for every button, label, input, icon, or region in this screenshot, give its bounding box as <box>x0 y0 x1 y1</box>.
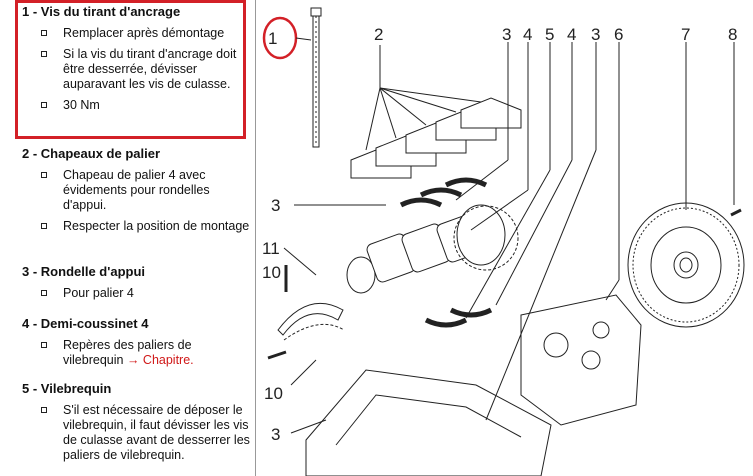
legend-item-1: 1 - Vis du tirant d'ancrage Remplacer ap… <box>22 4 252 113</box>
bullet-text: Remplacer après démontage <box>63 26 225 40</box>
bullet: S'il est nécessaire de déposer le vilebr… <box>22 403 252 463</box>
thrust-washer <box>277 302 344 336</box>
checkbox-bullet-icon <box>41 172 47 178</box>
callout-label: 2 <box>374 25 383 44</box>
highlight-box <box>15 0 246 139</box>
item-number: 1 <box>22 4 30 19</box>
bullet: Repères des paliers de vilebrequin → Cha… <box>22 338 252 368</box>
column-divider <box>255 0 256 476</box>
legend-item-title: 5 - Vilebrequin <box>22 381 252 397</box>
callout-label: 5 <box>545 25 554 44</box>
callout-label: 3 <box>271 196 280 215</box>
checkbox-bullet-icon <box>41 102 47 108</box>
item-separator: - <box>29 4 41 19</box>
legend-item-title: 1 - Vis du tirant d'ancrage <box>22 4 252 20</box>
callout-label: 10 <box>264 384 283 403</box>
callout-label: 1 <box>268 29 277 48</box>
legend-item-4: 4 - Demi-coussinet 4 Repères des paliers… <box>22 316 252 368</box>
callout-label: 10 <box>262 263 281 282</box>
item-separator: - <box>29 146 41 161</box>
checkbox-bullet-icon <box>41 223 47 229</box>
checkbox-bullet-icon <box>41 51 47 57</box>
engine-block <box>305 369 552 476</box>
item-title-text: Vis du tirant d'ancrage <box>40 4 181 19</box>
item-title-text: Chapeaux de palier <box>40 146 161 161</box>
checkbox-bullet-icon <box>41 30 47 36</box>
legend-item-5: 5 - Vilebrequin S'il est nécessaire de d… <box>22 381 252 463</box>
item-separator: - <box>29 316 41 331</box>
bullet: Pour palier 4 <box>22 286 252 301</box>
bullet-text: Repères des paliers de vilebrequin <box>63 338 192 367</box>
bullet-text: Pour palier 4 <box>63 286 134 300</box>
bullet: 30 Nm <box>22 98 252 113</box>
bearing-caps <box>350 97 522 179</box>
bullet-text: S'il est nécessaire de déposer le vilebr… <box>63 403 250 462</box>
cover-plate <box>520 294 642 426</box>
item-title-text: Demi-coussinet 4 <box>40 316 149 331</box>
legend-panel: 1 - Vis du tirant d'ancrage Remplacer ap… <box>0 0 255 476</box>
callout-label: 3 <box>502 25 511 44</box>
item-title-text: Vilebrequin <box>40 381 112 396</box>
exploded-view-diagram: 1 2 3 4 5 4 3 6 7 8 3 11 10 10 3 <box>262 7 745 476</box>
callout-label: 4 <box>523 25 532 44</box>
flywheel <box>627 202 745 328</box>
item-separator: - <box>29 264 41 279</box>
item-number: 4 <box>22 316 30 331</box>
legend-item-title: 2 - Chapeaux de palier <box>22 146 252 162</box>
callout-label: 3 <box>591 25 600 44</box>
bullet-text: Chapeau de palier 4 avec évidements pour… <box>63 168 210 212</box>
item-number: 5 <box>22 381 30 396</box>
item-number: 3 <box>22 264 30 279</box>
callout-label: 6 <box>614 25 623 44</box>
legend-item-2: 2 - Chapeaux de palier Chapeau de palier… <box>22 146 252 234</box>
item-number: 2 <box>22 146 30 161</box>
checkbox-bullet-icon <box>41 342 47 348</box>
legend-item-title: 4 - Demi-coussinet 4 <box>22 316 252 332</box>
checkbox-bullet-icon <box>41 407 47 413</box>
checkbox-bullet-icon <box>41 290 47 296</box>
bullet-text: Si la vis du tirant d'ancrage doit être … <box>63 47 237 91</box>
callout-label: 11 <box>262 239 280 258</box>
bullet: Remplacer après démontage <box>22 26 252 41</box>
item-separator: - <box>29 381 41 396</box>
legend-item-title: 3 - Rondelle d'appui <box>22 264 252 280</box>
chapter-link[interactable]: → Chapitre. <box>126 353 194 367</box>
bullet-text: 30 Nm <box>63 98 100 112</box>
callout-label: 8 <box>728 25 737 44</box>
callout-label: 4 <box>567 25 576 44</box>
crankshaft <box>346 204 506 294</box>
bullet-text: Respecter la position de montage <box>63 219 250 233</box>
bullet: Chapeau de palier 4 avec évidements pour… <box>22 168 252 213</box>
bullet: Si la vis du tirant d'ancrage doit être … <box>22 47 252 92</box>
callout-label: 7 <box>681 25 690 44</box>
legend-item-3: 3 - Rondelle d'appui Pour palier 4 <box>22 264 252 301</box>
item-title-text: Rondelle d'appui <box>40 264 145 279</box>
bullet: Respecter la position de montage <box>22 219 252 234</box>
callout-label: 3 <box>271 425 280 444</box>
